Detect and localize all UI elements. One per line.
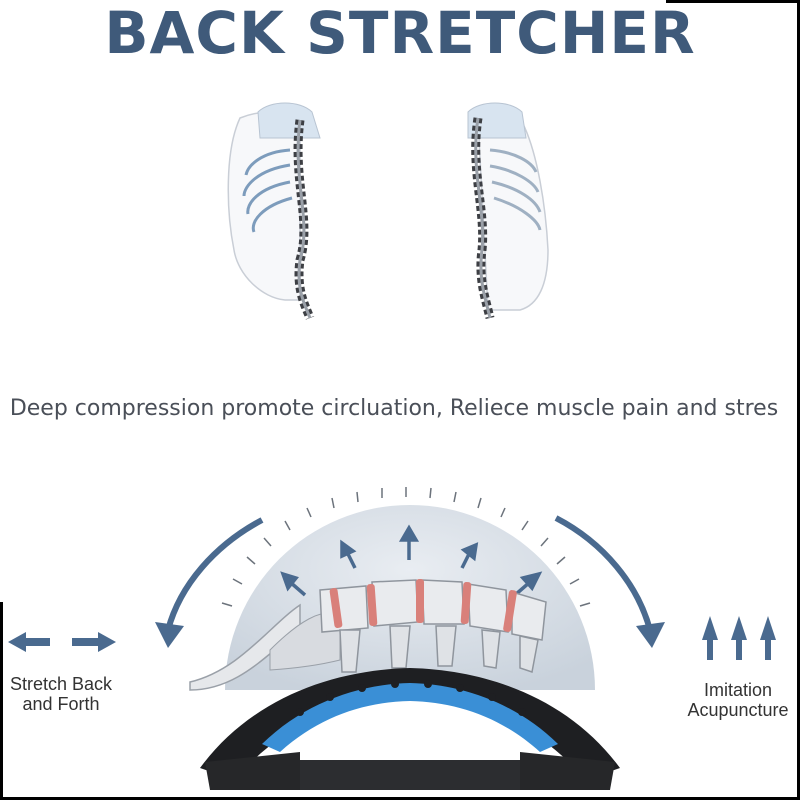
feature-stretch-line1: Stretch Back (9, 674, 113, 694)
spine-discs (329, 579, 517, 632)
feature-acupuncture-line1: Imitation (703, 680, 773, 700)
feature-acupuncture-line2: Acupuncture (687, 700, 789, 720)
feature-acupuncture-label: Imitation Acupuncture (676, 680, 800, 720)
frame-right (797, 0, 800, 800)
curved-arrow-right-icon (554, 515, 665, 648)
curved-arrow-left-icon (155, 517, 264, 648)
tagline-text: Deep compression promote circluation, Re… (9, 396, 779, 421)
frame-left (0, 602, 3, 800)
frame-top-right (666, 0, 800, 3)
radiating-arrows (280, 524, 543, 597)
frame-bottom (0, 797, 800, 800)
feature-stretch-label: Stretch Back and Forth (2, 674, 120, 714)
page-title: BACK STRETCHER (104, 0, 696, 67)
left-torso-illustration (227, 102, 321, 320)
feature-stretch-line2: and Forth (22, 694, 100, 714)
spine-vertebrae (189, 579, 547, 691)
right-torso-illustration (467, 102, 549, 319)
back-stretcher-device (200, 668, 620, 790)
horizontal-arrows-icon (8, 632, 116, 652)
left-spine (293, 119, 315, 320)
up-arrows-icon (702, 616, 776, 660)
right-spine (471, 117, 495, 319)
